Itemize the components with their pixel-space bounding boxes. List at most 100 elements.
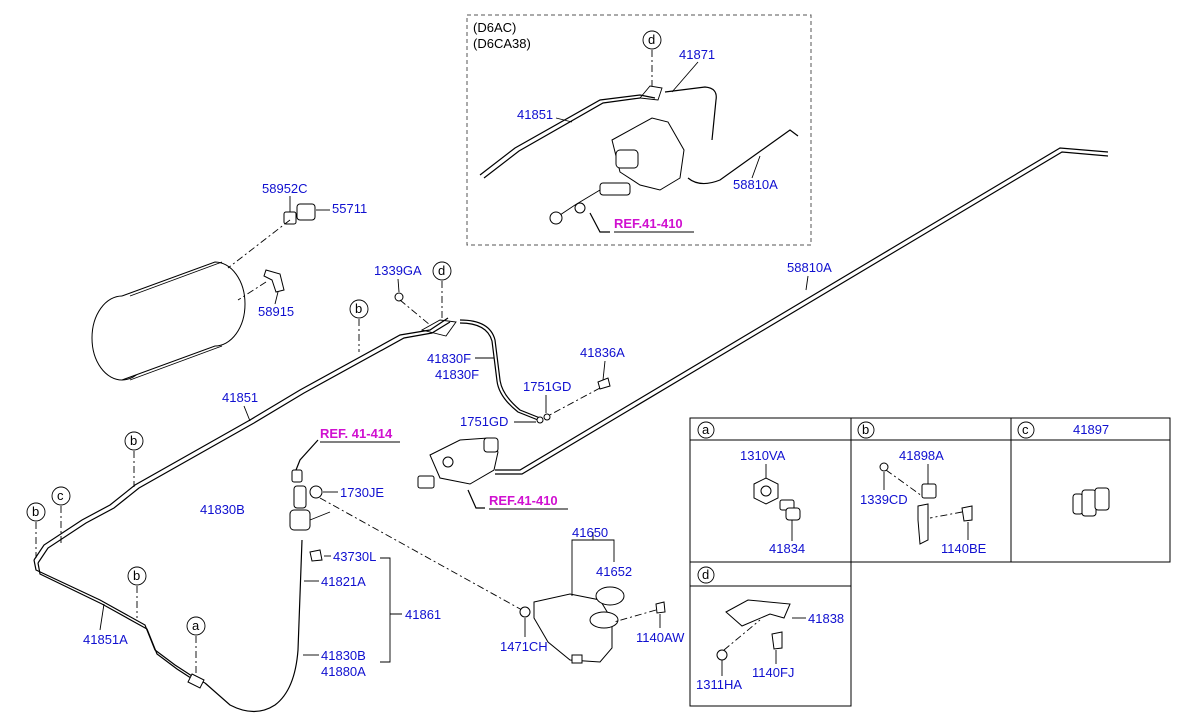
nut-1730JE [309, 485, 323, 499]
label-41898A: 41898A [899, 448, 944, 463]
label-41871: 41871 [679, 47, 715, 62]
leader-58810A-top [751, 155, 761, 179]
air-tank [91, 261, 246, 381]
label-1751GD-2: 1751GD [460, 414, 508, 429]
leader-41871 [671, 61, 699, 93]
callout-b-3 [26, 502, 46, 522]
pipe-41830F [459, 319, 541, 419]
nut-1310VA [753, 477, 779, 505]
label-41880A: 41880A [321, 664, 366, 679]
pipe-41830F-b [459, 322, 539, 421]
label-58810A: 58810A [787, 260, 832, 275]
variant-label-d6ca38: (D6CA38) [473, 36, 531, 51]
callout-c [51, 486, 71, 506]
label-41897: 41897 [1073, 422, 1109, 437]
clip-43730L [309, 549, 323, 562]
ref-41-410-mid[interactable]: REF.41-410 [489, 493, 558, 508]
gasket-1751GD-b [543, 413, 551, 421]
label-41830B-1: 41830B [200, 502, 245, 517]
callout-b-4 [127, 566, 147, 586]
callout-b-2 [124, 431, 144, 451]
callout-d-top [642, 30, 662, 50]
bracket-d-main [420, 319, 457, 337]
pipe-41830B [204, 539, 303, 713]
clutch-master-top [549, 117, 685, 225]
label-41851A: 41851A [83, 632, 128, 647]
label-1311HA: 1311HA [696, 677, 742, 692]
panel-c-letter: c [1022, 422, 1029, 437]
label-1140BE: 1140BE [941, 541, 987, 556]
ref-41-410-top[interactable]: REF.41-410 [614, 216, 683, 231]
nut-1471CH [519, 606, 531, 618]
bracket-41861 [380, 557, 402, 663]
leader-tank-fitting [227, 219, 291, 269]
bolt-41836A [597, 377, 611, 390]
connector-41851A [187, 673, 205, 689]
label-1140FJ: 1140FJ [752, 665, 794, 680]
leader-41851A [99, 603, 105, 631]
panel-d-tag [697, 566, 715, 584]
bolt-1140AW [655, 601, 666, 614]
label-58952C: 58952C [262, 181, 308, 196]
label-41834: 41834 [769, 541, 805, 556]
callout-b-1 [349, 299, 369, 319]
label-1751GD-1: 1751GD [523, 379, 571, 394]
panel-b-letter: b [862, 422, 869, 437]
leader-tank-elbow [237, 281, 267, 301]
label-41821A: 41821A [321, 574, 366, 589]
callout-b-1-letter: b [355, 301, 362, 316]
leader-41836A [602, 360, 606, 381]
label-58915: 58915 [258, 304, 294, 319]
label-1339CD: 1339CD [860, 492, 908, 507]
label-41851: 41851 [222, 390, 258, 405]
elbow-58915 [263, 269, 285, 293]
leader-1140AW-dash [613, 609, 657, 623]
ref-41-414[interactable]: REF. 41-414 [320, 426, 393, 441]
label-41830F-2: 41830F [435, 367, 479, 382]
callout-d-main [432, 261, 452, 281]
bracket-41650 [571, 532, 615, 548]
leader-41851-top [555, 117, 573, 123]
label-41851-top: 41851 [517, 107, 553, 122]
clutch-slave [289, 469, 331, 531]
label-1310VA: 1310VA [740, 448, 786, 463]
pipe-41851A-b [37, 562, 198, 683]
label-41652: 41652 [596, 564, 632, 579]
panel-a-tag [697, 421, 715, 439]
leader-58915 [274, 291, 279, 305]
label-1471CH: 1471CH [500, 639, 548, 654]
label-58810A-top: 58810A [733, 177, 778, 192]
panel-d-letter: d [702, 567, 709, 582]
callout-b-3-letter: b [32, 504, 39, 519]
bracket-41838 [725, 599, 791, 627]
label-41838: 41838 [808, 611, 844, 626]
pipe-58810A-top [687, 129, 799, 185]
nut-1311HA [716, 649, 728, 661]
label-41650: 41650 [572, 525, 608, 540]
ref-top-arrow [589, 212, 610, 233]
callout-d-main-letter: d [438, 263, 445, 278]
variant-box [466, 14, 812, 246]
nut-1339GA [394, 292, 404, 302]
leader-1339GA-dash [399, 299, 431, 326]
pipe-58810A-b [495, 151, 1109, 475]
pipe-41851 [33, 317, 449, 561]
union-41897 [1072, 487, 1110, 517]
detail-panel-grid [689, 417, 1171, 707]
callout-b-2-letter: b [130, 433, 137, 448]
leader-41851 [243, 405, 251, 422]
label-41836A: 41836A [580, 345, 625, 360]
ref-mid-arrow [467, 489, 485, 509]
label-41830F-1: 41830F [427, 351, 471, 366]
label-55711: 55711 [332, 201, 367, 216]
nut-1339CD [879, 462, 889, 472]
pipe-41851A [33, 559, 206, 684]
fitting-58952C-55711 [283, 203, 316, 225]
label-41830B-2: 41830B [321, 648, 366, 663]
callout-d-top-letter: d [648, 32, 655, 47]
label-43730L: 43730L [333, 549, 376, 564]
panel-a-letter: a [702, 422, 710, 437]
ref-414-arrow [295, 439, 319, 471]
bolt-1140FJ [771, 631, 783, 650]
